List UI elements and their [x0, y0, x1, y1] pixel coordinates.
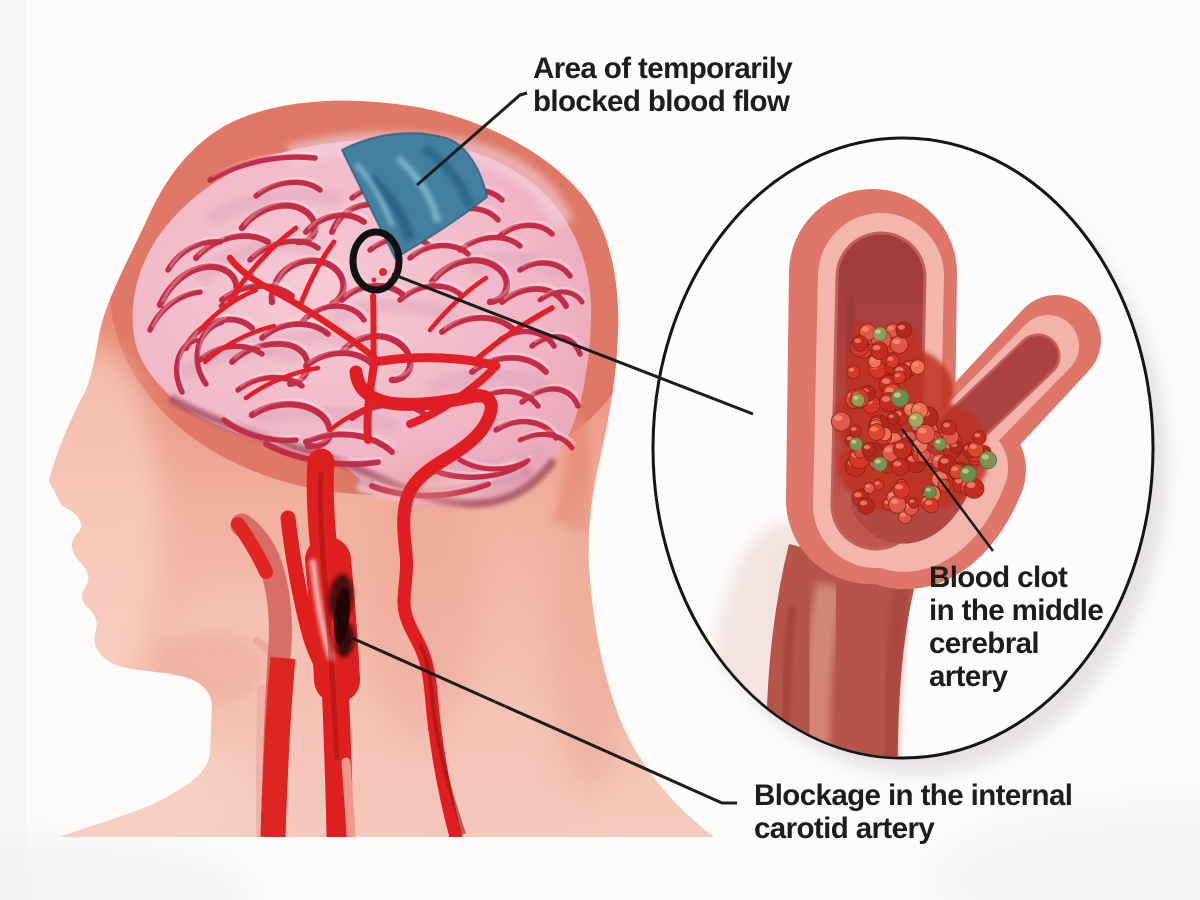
svg-text:cerebral: cerebral [929, 627, 1039, 660]
svg-text:blocked blood flow: blocked blood flow [533, 85, 790, 118]
svg-text:Area of temporarily: Area of temporarily [533, 52, 793, 85]
svg-text:Blood clot: Blood clot [929, 561, 1068, 594]
svg-text:Blockage in the internal: Blockage in the internal [754, 779, 1072, 812]
svg-text:in the middle: in the middle [929, 594, 1103, 627]
svg-text:artery: artery [929, 660, 1009, 693]
svg-text:carotid artery: carotid artery [754, 812, 935, 845]
